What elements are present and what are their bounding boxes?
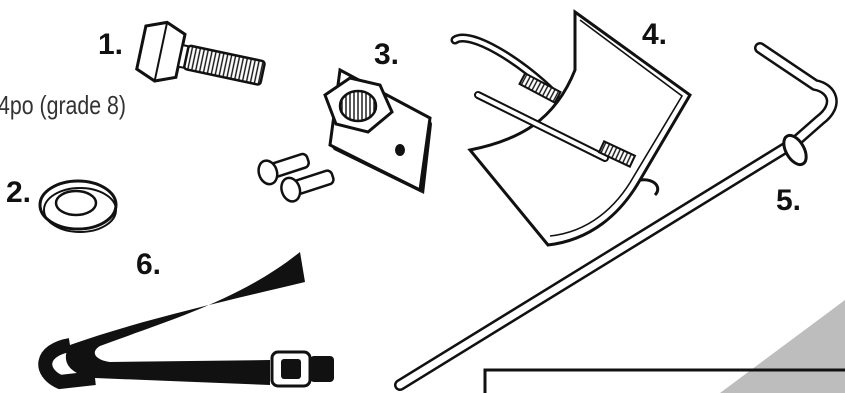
washer-icon (40, 181, 116, 232)
part-number-6: 6. (136, 250, 161, 280)
part-number-2: 2. (6, 178, 31, 208)
part-number-4: 4. (642, 20, 667, 50)
mounting-plate-icon (256, 70, 432, 204)
gray-panel (485, 300, 845, 393)
part-number-3: 3. (374, 40, 399, 70)
part-number-5: 5. (776, 186, 801, 216)
bolt-spec-label: 4po (grade 8) (0, 92, 126, 118)
part-number-1: 1. (98, 30, 123, 60)
strap-icon (45, 252, 334, 386)
bolt-icon (135, 18, 269, 102)
